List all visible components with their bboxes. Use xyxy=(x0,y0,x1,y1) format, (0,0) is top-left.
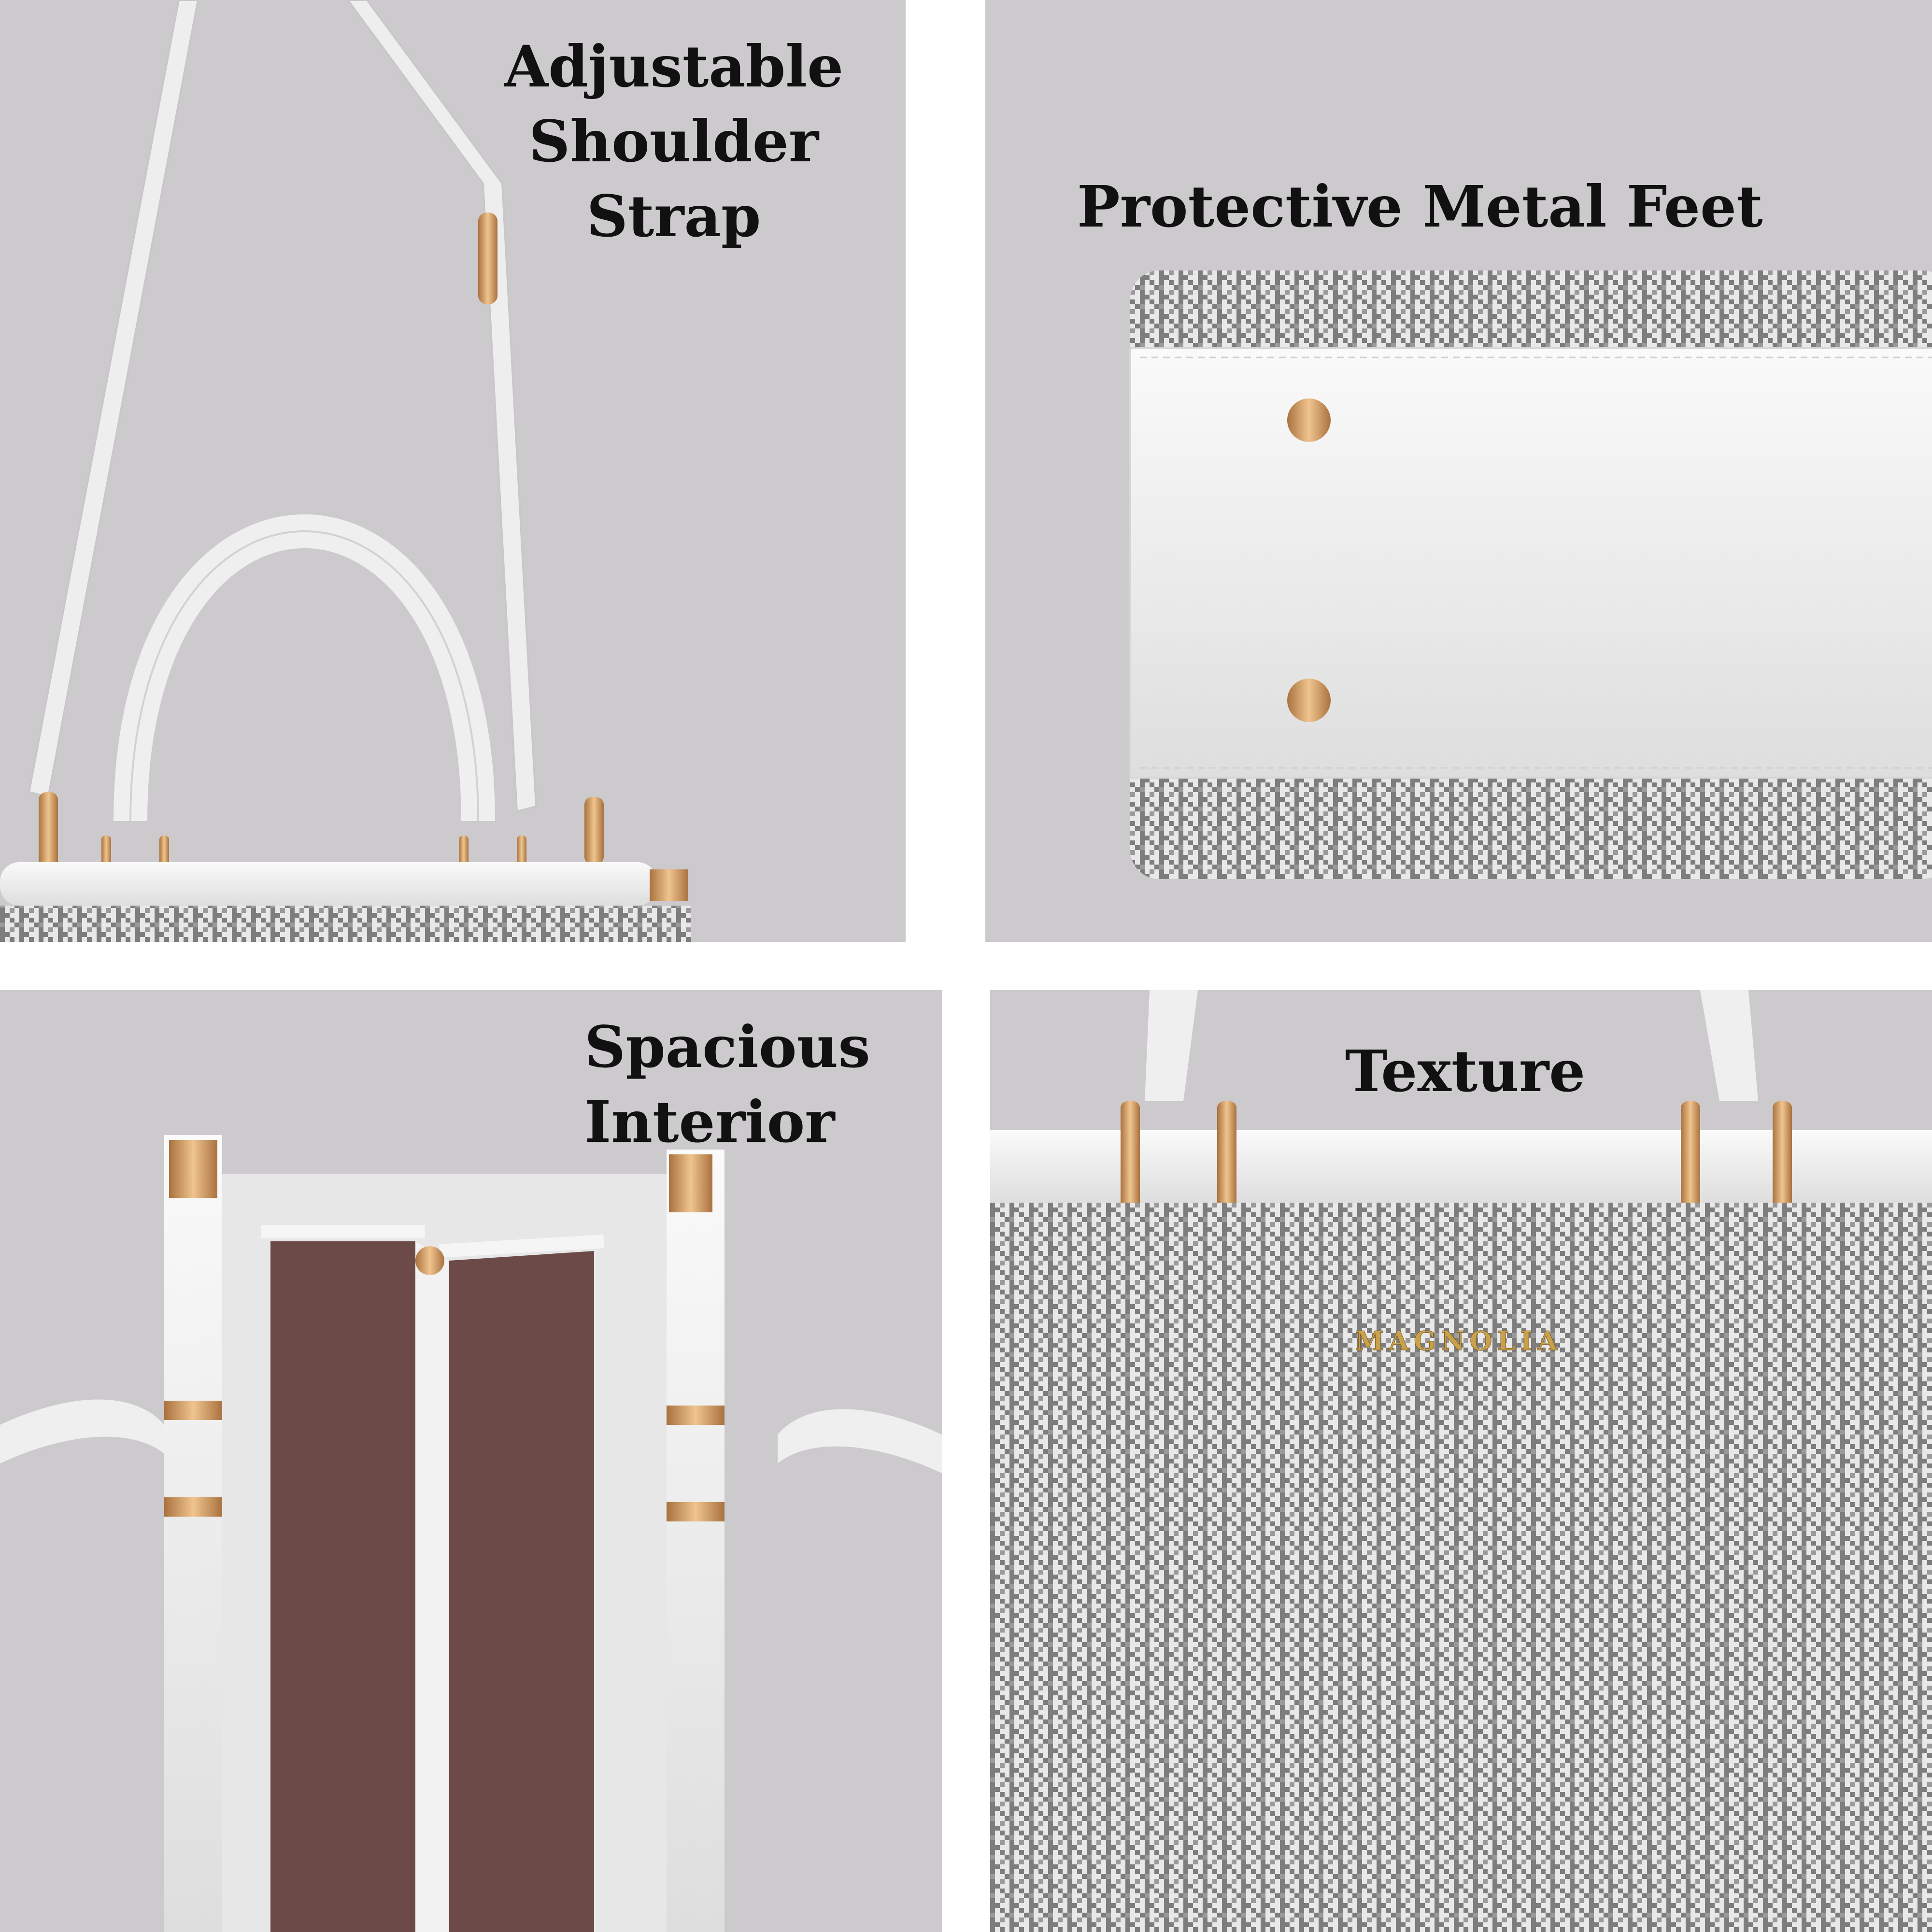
panel-shoulder-strap: Adjustable Shoulder Strap xyxy=(0,0,906,942)
caption-adjustable-shoulder-strap: Adjustable Shoulder Strap xyxy=(504,33,844,250)
bag-bottom-illustration xyxy=(1129,270,1932,879)
caption-protective-metal-feet: Protective Metal Feet xyxy=(1077,173,1763,240)
brand-logo: MAGNOLIA xyxy=(1355,1325,1562,1356)
texture-illustration: MAGNOLIA xyxy=(990,990,1932,1932)
caption-spacious-interior: Spacious Interior xyxy=(584,1013,870,1155)
caption-texture: Texture xyxy=(1345,1037,1586,1105)
panel-spacious-interior: Spacious Interior xyxy=(0,990,942,1932)
interior-illustration xyxy=(0,1135,942,1932)
panel-texture: MAGNOLIA Texture xyxy=(990,990,1932,1932)
panel-metal-feet: Protective Metal Feet xyxy=(985,0,1932,942)
strap-illustration xyxy=(0,0,691,942)
